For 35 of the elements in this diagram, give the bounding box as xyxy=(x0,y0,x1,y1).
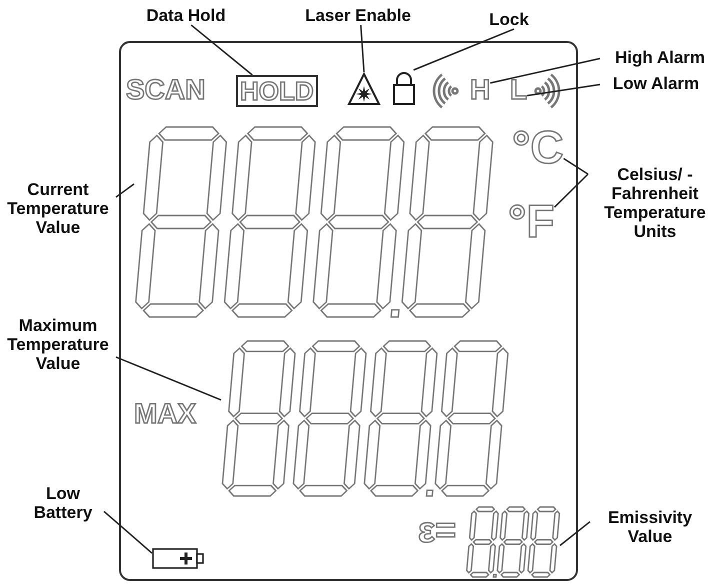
callout-label: Maximum Temperature Value xyxy=(0,316,116,374)
lcd-indicator: ε= xyxy=(418,512,456,548)
seven-segment-digits xyxy=(466,507,560,577)
seven-segment-digits xyxy=(221,341,509,496)
leader-line xyxy=(116,356,222,401)
leader-line xyxy=(104,510,152,554)
lcd-indicator: °C xyxy=(512,124,564,170)
callout-label: Lock xyxy=(484,10,534,30)
callout-label: High Alarm xyxy=(600,48,720,68)
leader-line xyxy=(563,158,588,175)
leader-line xyxy=(490,58,600,84)
lcd-indicator: MAX xyxy=(134,400,196,428)
leader-line xyxy=(116,183,134,198)
seven-segment-digits xyxy=(134,127,494,317)
lcd-indicator: H xyxy=(470,76,490,104)
callout-label: Celsius/ - Fahrenheit Temperature Units xyxy=(588,165,722,242)
leader-line xyxy=(190,24,253,76)
leader-line xyxy=(554,174,589,208)
lcd-indicator: SCAN xyxy=(126,76,206,104)
callout-label: Low Alarm xyxy=(600,74,712,94)
leader-line xyxy=(527,84,600,96)
callout-label: Data Hold xyxy=(134,6,238,26)
callout-label: Low Battery xyxy=(22,484,104,522)
battery-icon xyxy=(152,546,206,570)
lcd-indicator: L xyxy=(510,76,528,104)
leader-line xyxy=(360,24,365,72)
leader-line xyxy=(560,521,590,546)
callout-label: Current Temperature Value xyxy=(0,180,116,238)
callout-label: Laser Enable xyxy=(288,6,428,26)
lcd-indicator: HOLD xyxy=(236,75,318,107)
lcd-indicator: °F xyxy=(508,198,554,244)
padlock-icon xyxy=(392,70,416,106)
callout-label: Emissivity Value xyxy=(590,508,710,546)
laser-warning-icon xyxy=(347,72,381,106)
leader-line xyxy=(413,28,514,71)
